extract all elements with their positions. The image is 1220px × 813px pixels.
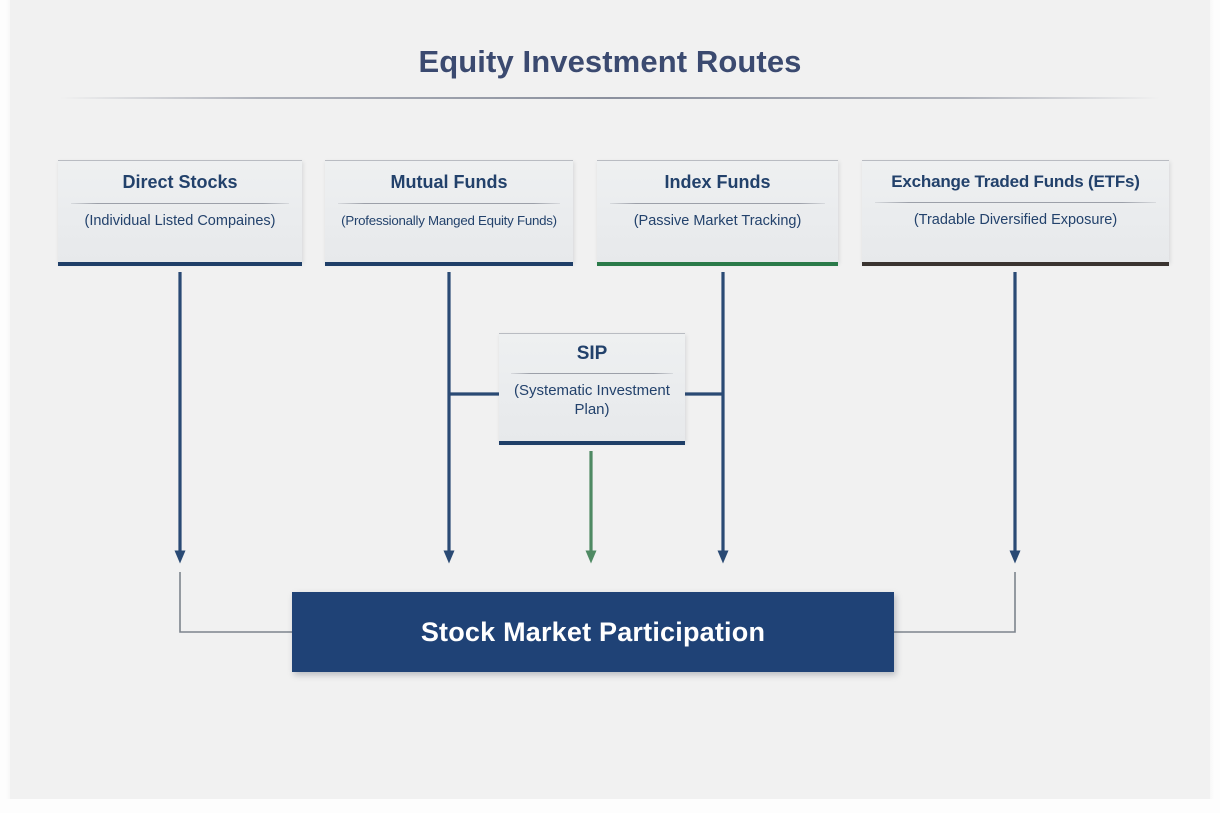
route-card-direct-stocks[interactable]: Direct Stocks (Individual Listed Compain…	[58, 160, 302, 266]
result-box-label: Stock Market Participation	[420, 616, 766, 647]
route-card-subtitle: (Systematic Investment Plan)	[514, 381, 670, 419]
title-divider	[60, 97, 1160, 99]
route-card-mutual-funds[interactable]: Mutual Funds (Professionally Manged Equi…	[325, 160, 573, 266]
route-card-subtitle: (Passive Market Tracking)	[633, 212, 802, 229]
route-card-title: Index Funds	[664, 172, 771, 192]
route-card-divider	[610, 202, 825, 204]
page-title: Equity Investment Routes	[418, 44, 802, 79]
route-card-subtitle: (Professionally Manged Equity Funds)	[341, 212, 557, 228]
route-card-divider	[71, 202, 289, 204]
route-card-divider	[511, 372, 673, 374]
route-card-title: SIP	[576, 343, 608, 364]
result-box-stock-market-participation[interactable]: Stock Market Participation	[292, 592, 894, 672]
route-card-sip[interactable]: SIP (Systematic Investment Plan)	[499, 333, 685, 445]
route-card-divider	[338, 202, 560, 204]
route-card-title: Direct Stocks	[122, 172, 238, 192]
route-card-index-funds[interactable]: Index Funds (Passive Market Tracking)	[597, 160, 838, 266]
page-bottom-strip	[0, 799, 1220, 813]
route-card-subtitle: (Individual Listed Compaines)	[84, 212, 276, 229]
route-card-divider	[875, 201, 1156, 203]
route-card-subtitle: (Tradable Diversified Exposure)	[913, 211, 1118, 228]
route-card-exchange-traded-funds[interactable]: Exchange Traded Funds (ETFs) (Tradable D…	[862, 160, 1169, 266]
route-card-title: Mutual Funds	[390, 172, 508, 192]
route-card-title: Exchange Traded Funds (ETFs)	[891, 172, 1140, 191]
